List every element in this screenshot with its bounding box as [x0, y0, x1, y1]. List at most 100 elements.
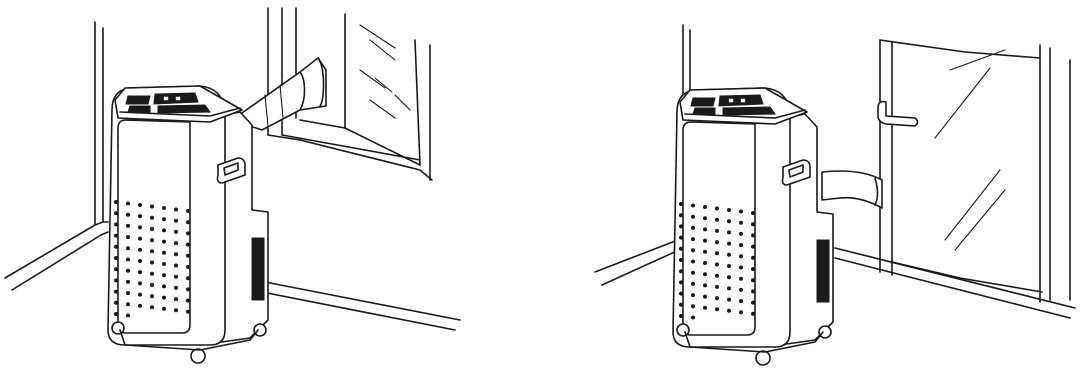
grille-dot [751, 301, 755, 305]
grille-dot [691, 248, 695, 252]
grille-dot [691, 293, 695, 297]
grille-dot [715, 218, 719, 222]
grille-dot [751, 289, 755, 293]
grille-dot [150, 305, 154, 309]
grille-dot [727, 286, 731, 290]
grille-dot [703, 283, 707, 287]
grille-dot [114, 290, 118, 294]
grille-dot [727, 275, 731, 279]
grille-dot [739, 266, 743, 270]
grille-dot [126, 258, 130, 262]
grille-dot [691, 204, 695, 208]
air-conditioner-unit-right [673, 88, 833, 365]
grille-dot [138, 237, 142, 241]
grille-dot [114, 200, 118, 204]
grille-dot [679, 236, 683, 240]
grille-dot [703, 239, 707, 243]
panel-door-installation [595, 25, 1075, 365]
grille-dot [126, 224, 130, 228]
grille-dot [727, 242, 731, 246]
grille-dot [114, 278, 118, 282]
grille-dot [691, 260, 695, 264]
grille-dot [739, 210, 743, 214]
grille-dot [679, 224, 683, 228]
grille-dot [679, 280, 683, 284]
grille-dot [715, 251, 719, 255]
door-exhaust-hose [822, 171, 882, 208]
grille-dot [715, 274, 719, 278]
grille-dot [174, 275, 178, 279]
grille-dot [751, 312, 755, 316]
grille-dot [126, 235, 130, 239]
grille-dot [751, 245, 755, 249]
grille-dot [703, 261, 707, 265]
grille-dot [114, 234, 118, 238]
grille-dot [727, 208, 731, 212]
grille-dot [174, 308, 178, 312]
grille-dot [739, 277, 743, 281]
grille-dot [114, 312, 118, 316]
grille-dot [186, 265, 190, 269]
grille-dot [691, 282, 695, 286]
grille-dot [679, 292, 683, 296]
grille-dot [126, 291, 130, 295]
grille-dot [126, 246, 130, 250]
grille-dot [150, 227, 154, 231]
grille-dot [138, 281, 142, 285]
grille-dot [174, 297, 178, 301]
grille-dot [679, 258, 683, 262]
grille-dot [126, 202, 130, 206]
grille-dot [186, 220, 190, 224]
grille-dot [691, 304, 695, 308]
grille-dot [138, 214, 142, 218]
grille-dot [162, 284, 166, 288]
grille-dot [715, 229, 719, 233]
grille-dot [751, 211, 755, 215]
grille-dot [138, 293, 142, 297]
grille-dot [715, 263, 719, 267]
grille-dot [150, 238, 154, 242]
grille-dot [703, 306, 707, 310]
grille-dot [150, 272, 154, 276]
grille-dot [679, 247, 683, 251]
grille-dot [162, 206, 166, 210]
grille-dot [126, 213, 130, 217]
grille-dot [727, 298, 731, 302]
grille-dot [703, 216, 707, 220]
grille-dot [727, 219, 731, 223]
grille-dot [186, 231, 190, 235]
grille-dot [150, 283, 154, 287]
grille-dot [739, 299, 743, 303]
grille-dot [739, 288, 743, 292]
sliding-door-frame [878, 40, 1070, 302]
grille-dot [186, 209, 190, 213]
grille-dot [174, 230, 178, 234]
grille-dot [751, 278, 755, 282]
grille-dot [715, 207, 719, 211]
grille-dot [739, 310, 743, 314]
grille-dot [691, 215, 695, 219]
grille-dot [150, 249, 154, 253]
grille-dot [679, 202, 683, 206]
grille-dot [715, 240, 719, 244]
grille-dot [691, 226, 695, 230]
grille-dot [162, 240, 166, 244]
grille-dot [174, 252, 178, 256]
grille-dot [691, 237, 695, 241]
grille-dot [162, 262, 166, 266]
grille-dot [126, 269, 130, 273]
grille-dot [739, 221, 743, 225]
grille-dot [174, 219, 178, 223]
grille-dot [174, 241, 178, 245]
grille-dot [715, 307, 719, 311]
grille-dot [114, 222, 118, 226]
grille-dot [727, 253, 731, 257]
grille-dot [138, 259, 142, 263]
grille-dot [751, 233, 755, 237]
grille-dot [162, 296, 166, 300]
grille-dot [739, 254, 743, 258]
grille-dot [150, 205, 154, 209]
grille-dot [162, 217, 166, 221]
grille-dot [114, 267, 118, 271]
grille-dot [715, 285, 719, 289]
